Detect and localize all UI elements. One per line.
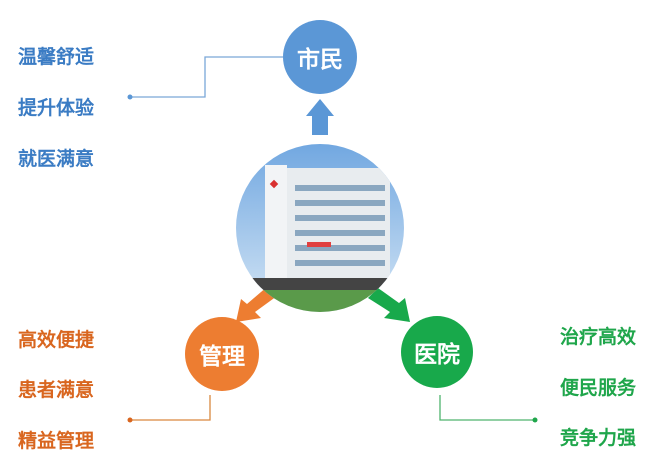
citizen-benefit: 温馨舒适 xyxy=(18,46,95,68)
down-right-arrow-icon xyxy=(368,288,410,322)
citizen-node: 市民 xyxy=(283,20,357,94)
hospital-benefit: 竞争力强 xyxy=(560,427,637,449)
hospital-node-label: 医院 xyxy=(414,342,460,368)
hospital-node: 医院 xyxy=(401,316,473,388)
hospital-benefit: 便民服务 xyxy=(560,377,637,399)
management-connector-dot xyxy=(127,417,133,423)
hospital-connector-dot xyxy=(532,417,538,423)
citizen-connector-dot xyxy=(127,94,133,100)
citizen-connector-line xyxy=(130,56,283,98)
management-benefit: 精益管理 xyxy=(18,430,95,452)
management-benefit: 患者满意 xyxy=(18,379,95,401)
management-benefit: 高效便捷 xyxy=(18,329,95,351)
hospital-benefit: 治疗高效 xyxy=(560,326,637,348)
up-arrow-icon xyxy=(306,99,334,135)
management-node: 管理 xyxy=(185,317,259,391)
management-connector-line xyxy=(130,395,211,421)
management-node-label: 管理 xyxy=(199,344,245,370)
hospital-connector-line xyxy=(439,395,535,421)
down-left-arrow-icon xyxy=(236,286,277,322)
citizen-node-label: 市民 xyxy=(297,47,343,73)
citizen-benefit: 提升体验 xyxy=(18,97,95,119)
citizen-benefit: 就医满意 xyxy=(18,148,95,170)
